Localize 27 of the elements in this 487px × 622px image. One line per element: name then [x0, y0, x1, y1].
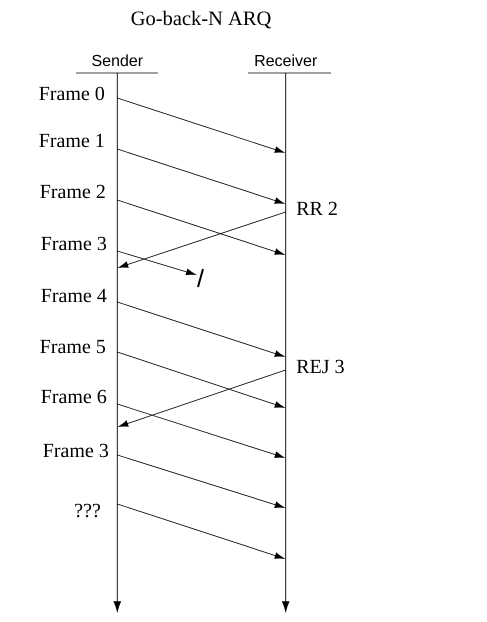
- arrow: [116, 148, 284, 204]
- edge-label: RR 2: [296, 202, 337, 215]
- arrow: [116, 504, 284, 559]
- edge-label: Frame 5: [40, 340, 106, 354]
- lifeline: [114, 72, 121, 612]
- arrow: [116, 454, 284, 508]
- edge-label: Frame 6: [41, 390, 106, 404]
- arrow: [116, 200, 284, 255]
- title: Go-back-N ARQ: [132, 10, 271, 28]
- lifeline: [282, 72, 290, 612]
- edge-label: Frame 2: [40, 184, 105, 198]
- arrow: [118, 370, 286, 427]
- arrow: [116, 404, 284, 458]
- arrow: [118, 212, 286, 268]
- arrow: [116, 352, 284, 408]
- arrow: [116, 302, 284, 357]
- edge-label: Frame 1: [39, 134, 104, 148]
- edge-label: Frame 0: [39, 86, 104, 100]
- arrow: [116, 98, 284, 153]
- edge-label: Frame 3: [43, 444, 108, 458]
- edge-label: REJ 3: [296, 360, 344, 374]
- participant-header: Sender: [76, 54, 158, 74]
- edge-label: Frame 3: [41, 236, 106, 250]
- edge-label: Frame 4: [41, 288, 106, 302]
- participant-header: Receiver: [248, 54, 332, 74]
- arrow: [116, 250, 196, 276]
- edge-label: ???: [75, 504, 100, 518]
